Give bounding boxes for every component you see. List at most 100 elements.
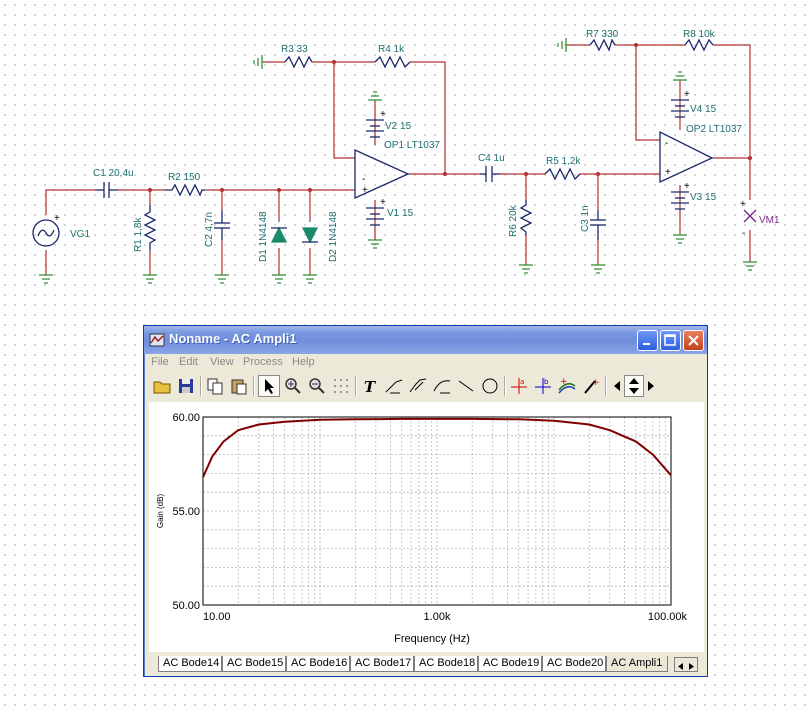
sign-plus: + bbox=[684, 181, 690, 192]
label-v2: V2 15 bbox=[385, 121, 412, 132]
diode-d1[interactable] bbox=[270, 226, 288, 243]
label-c3: C3 1n bbox=[580, 205, 591, 232]
ac-analysis-window[interactable]: Noname - AC Ampli1 File Edit View Proces… bbox=[143, 325, 708, 677]
resistor-r3[interactable] bbox=[284, 55, 313, 69]
tab-ac-bode17[interactable]: AC Bode17 bbox=[350, 656, 414, 672]
tab-ac-bode14[interactable]: AC Bode14 bbox=[158, 656, 222, 672]
label-c2: C2 4,7n bbox=[204, 212, 215, 247]
resistor-r7[interactable] bbox=[589, 38, 616, 52]
zoom-out-icon[interactable] bbox=[306, 375, 328, 397]
menu-file[interactable]: File bbox=[151, 356, 169, 368]
battery-v1[interactable] bbox=[366, 207, 384, 226]
sign-plus: + bbox=[380, 197, 386, 208]
ground-icon bbox=[591, 264, 605, 274]
label-r6: R6 20k bbox=[508, 204, 519, 237]
capacitor-c2[interactable] bbox=[214, 210, 230, 240]
voltmeter-vm1[interactable] bbox=[743, 209, 757, 223]
bode-tool-a-icon[interactable] bbox=[383, 375, 405, 397]
x-tick-label: 100.00k bbox=[648, 611, 688, 623]
close-button[interactable] bbox=[683, 330, 704, 351]
label-v3: V3 15 bbox=[690, 192, 717, 203]
resistor-r1[interactable] bbox=[143, 205, 157, 250]
tab-scroll-buttons[interactable] bbox=[674, 657, 698, 672]
app-icon bbox=[149, 333, 165, 347]
maximize-button[interactable] bbox=[660, 330, 681, 351]
resistor-r4[interactable] bbox=[374, 55, 411, 69]
resistor-r8[interactable] bbox=[684, 38, 714, 52]
ground-icon bbox=[368, 91, 382, 101]
capacitor-c4[interactable] bbox=[480, 166, 500, 182]
circle-icon[interactable] bbox=[479, 375, 501, 397]
resistor-r5[interactable] bbox=[544, 167, 581, 181]
pointer-icon[interactable] bbox=[258, 375, 280, 397]
circuit-schematic[interactable]: VG1 C1 20,4u R1 1,8k R2 150 C2 4,7n D1 1… bbox=[0, 0, 808, 300]
copy-icon[interactable] bbox=[204, 375, 226, 397]
resistor-r6[interactable] bbox=[519, 200, 533, 235]
label-vg1: VG1 bbox=[70, 229, 90, 240]
grid-icon[interactable] bbox=[330, 375, 352, 397]
y-tick-label: 50.00 bbox=[172, 600, 200, 612]
text-icon[interactable]: T bbox=[359, 375, 381, 397]
cursor-b-icon[interactable]: b bbox=[532, 375, 554, 397]
label-c1: C1 20,4u bbox=[93, 168, 134, 179]
battery-v3[interactable] bbox=[671, 191, 689, 210]
capacitor-c1[interactable] bbox=[95, 182, 118, 198]
capacitor-c3[interactable] bbox=[590, 210, 606, 240]
tab-ac-bode16[interactable]: AC Bode16 bbox=[286, 656, 350, 672]
scroll-right-icon bbox=[689, 663, 694, 670]
opamp-op2[interactable] bbox=[659, 130, 714, 184]
label-r8: R8 10k bbox=[683, 29, 716, 40]
sign-plus: + bbox=[665, 167, 671, 178]
analysis-tabs: AC Bode14 AC Bode15 AC Bode16 AC Bode17 … bbox=[149, 655, 704, 674]
signal-source-icon[interactable] bbox=[32, 219, 60, 247]
junction-dots bbox=[148, 43, 752, 192]
battery-v2[interactable] bbox=[366, 119, 384, 138]
nav-updown-icon[interactable] bbox=[624, 375, 644, 397]
svg-text:a: a bbox=[520, 378, 524, 386]
tab-ac-bode15[interactable]: AC Bode15 bbox=[222, 656, 286, 672]
label-r2: R2 150 bbox=[168, 172, 201, 183]
tab-ac-bode19[interactable]: AC Bode19 bbox=[478, 656, 542, 672]
sign-minus: - bbox=[665, 138, 668, 149]
title-bar[interactable]: Noname - AC Ampli1 bbox=[144, 326, 707, 354]
line-icon[interactable] bbox=[455, 375, 477, 397]
x-tick-label: 10.00 bbox=[203, 611, 231, 623]
window-title: Noname - AC Ampli1 bbox=[169, 331, 297, 346]
cursor-a-icon[interactable]: a bbox=[508, 375, 530, 397]
opamp-op1[interactable] bbox=[354, 148, 410, 200]
tab-ac-bode20[interactable]: AC Bode20 bbox=[542, 656, 606, 672]
marker-icon[interactable]: + bbox=[580, 375, 602, 397]
tab-ac-ampli1[interactable]: AC Ampli1 bbox=[606, 656, 668, 672]
nav-right-icon[interactable] bbox=[644, 375, 658, 397]
tab-ac-bode18[interactable]: AC Bode18 bbox=[414, 656, 478, 672]
minimize-icon bbox=[643, 343, 650, 345]
label-c4: C4 1u bbox=[478, 153, 505, 164]
menu-process[interactable]: Process bbox=[243, 356, 283, 368]
paste-icon[interactable] bbox=[228, 375, 250, 397]
save-icon[interactable] bbox=[175, 375, 197, 397]
sign-plus: + bbox=[684, 89, 690, 100]
battery-v4[interactable] bbox=[671, 99, 689, 118]
curve-icon[interactable] bbox=[431, 375, 453, 397]
nav-left-icon[interactable] bbox=[610, 375, 624, 397]
sign-plus: + bbox=[740, 199, 746, 210]
open-icon[interactable] bbox=[151, 375, 173, 397]
resistor-r2[interactable] bbox=[165, 183, 205, 197]
ground-icon bbox=[368, 239, 382, 249]
bode-tool-b-icon[interactable] bbox=[407, 375, 429, 397]
scroll-left-icon bbox=[678, 663, 683, 670]
menu-edit[interactable]: Edit bbox=[179, 356, 198, 368]
svg-text:T: T bbox=[364, 378, 377, 396]
ground-icon bbox=[39, 274, 53, 284]
sign-minus: - bbox=[742, 228, 745, 239]
minimize-button[interactable] bbox=[637, 330, 658, 351]
diode-d2[interactable] bbox=[301, 227, 319, 244]
curve-style-icon[interactable]: + bbox=[556, 375, 578, 397]
menu-view[interactable]: View bbox=[210, 356, 234, 368]
label-r1: R1 1,8k bbox=[133, 217, 144, 252]
label-op1: OP1 LT1037 bbox=[384, 140, 440, 151]
label-d1: D1 1N4148 bbox=[258, 211, 269, 262]
menu-help[interactable]: Help bbox=[292, 356, 315, 368]
zoom-in-icon[interactable] bbox=[282, 375, 304, 397]
